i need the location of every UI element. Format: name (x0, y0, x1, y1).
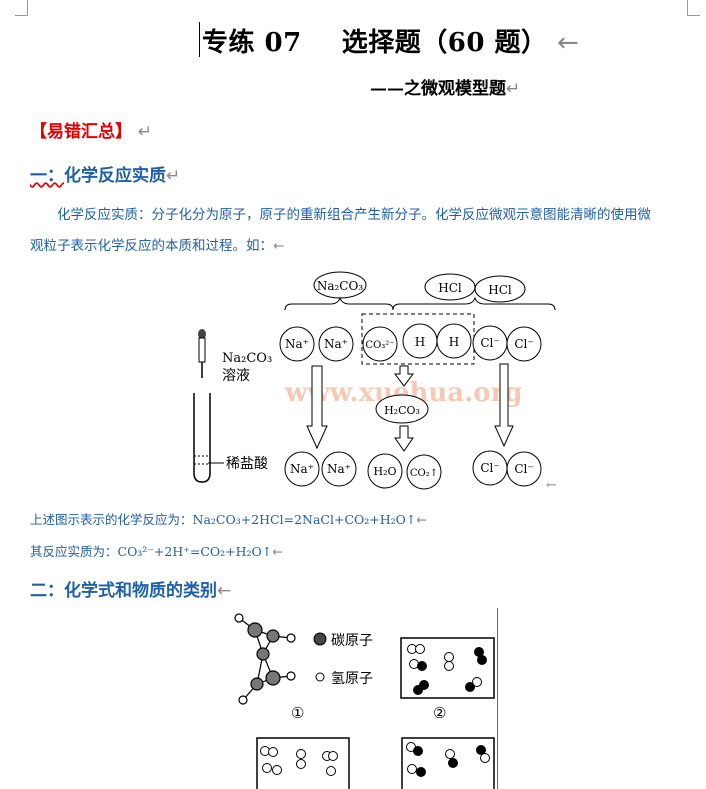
title-part-1: 专练 07 (202, 28, 302, 58)
molecule-hcl-label: HCl (488, 283, 512, 297)
legend-carbon-label: 碳原子 (331, 633, 373, 649)
arrow-down-icon (394, 425, 414, 452)
molecule-h2co3 (375, 394, 429, 424)
carbon-atom-icon (313, 632, 327, 646)
document-title[interactable]: 专练 07 选择题（60 题） ← (202, 22, 579, 59)
arrow-down-icon (394, 365, 414, 387)
ion-row-top: Na⁺ Na⁺ CO₃²⁻ H H Cl⁻ Cl⁻ (279, 323, 542, 362)
svg-text:Cl⁻: Cl⁻ (480, 336, 499, 350)
paragraph-mark-icon: ← (217, 581, 232, 601)
equation-line-2[interactable]: 其反应实质为：CO₃²⁻+2H⁺=CO₂+H₂O↑← (30, 544, 283, 559)
dropper-icon (198, 329, 206, 378)
arrow-down-icon (306, 365, 328, 450)
page-corner-mark (687, 0, 688, 16)
section-heading-2[interactable]: 二：化学式和物质的类别← (30, 581, 232, 601)
molecule-hcl-label: HCl (438, 281, 462, 295)
svg-text:CO₃²⁻: CO₃²⁻ (365, 340, 394, 351)
paragraph-mark-icon: ← (273, 238, 285, 254)
equation-line-1[interactable]: 上述图示表示的化学反应为：Na₂CO₃+2HCl=2NaCl+CO₂+H₂O↑← (30, 512, 427, 527)
arrow-down-icon (494, 363, 514, 448)
ion-row-bottom: Na⁺ Na⁺ H₂O CO₂↑ Cl⁻ Cl⁻ (284, 450, 542, 490)
hydrogen-atom-icon (315, 672, 325, 682)
methane-like-structure-icon (234, 613, 296, 705)
tube-label-reagent: Na₂CO₃ (222, 351, 272, 366)
title-part-2: 选择题（60 题） (341, 28, 548, 58)
paragraph-mark-icon: ← (272, 544, 283, 559)
text-cursor (199, 22, 200, 57)
document-subtitle[interactable]: ——之微观模型题↵ (370, 79, 521, 99)
svg-text:Na⁺: Na⁺ (290, 462, 314, 476)
molecule-model-diagram: 碳原子 氢原子 ① ② (234, 613, 495, 789)
paragraph-line[interactable]: 化学反应实质：分子化分为原子，原子的重新组合产生新分子。化学反应微观示意图能清晰… (57, 207, 651, 223)
paragraph-mark-icon: ← (546, 478, 557, 493)
paragraph-mark-icon: ↵ (506, 79, 521, 99)
tube-label-acid: 稀盐酸 (226, 456, 268, 472)
svg-text:Na⁺: Na⁺ (324, 337, 348, 351)
paragraph-mark-icon: ↵ (166, 166, 181, 186)
svg-text:CO₂↑: CO₂↑ (410, 468, 438, 479)
page-corner-mark (687, 15, 700, 16)
label-2: ② (433, 704, 446, 722)
paragraph-line[interactable]: 观粒子表示化学反应的本质和过程。如：← (30, 238, 285, 254)
svg-text:H: H (449, 335, 459, 349)
svg-text:Cl⁻: Cl⁻ (514, 462, 533, 476)
svg-text:Cl⁻: Cl⁻ (514, 337, 533, 351)
tube-label-solution: 溶液 (222, 368, 250, 384)
reaction-diagram: www.xuehua.org Na₂CO₃ 溶液 稀盐酸 Na₂CO₃ HCl … (193, 271, 557, 493)
paragraph-mark-icon: ↵ (137, 122, 153, 142)
paragraph-mark-icon: ← (416, 512, 427, 527)
svg-text:H: H (415, 335, 425, 349)
page-corner-mark (27, 0, 28, 16)
svg-text:Na⁺: Na⁺ (327, 462, 351, 476)
molecule-hcl (474, 275, 526, 303)
margin-line (497, 608, 498, 789)
molecule-h2co3-label: H₂CO₃ (384, 404, 420, 417)
section-tag[interactable]: 【易错汇总】 ↵ (30, 122, 153, 142)
molecule-na2co3-label: Na₂CO₃ (317, 279, 363, 293)
svg-text:Cl⁻: Cl⁻ (480, 461, 499, 475)
legend-hydrogen-label: 氢原子 (331, 671, 373, 687)
svg-text:Na⁺: Na⁺ (285, 337, 309, 351)
label-1: ① (291, 704, 304, 722)
test-tube-icon (193, 393, 211, 483)
svg-text:H₂O: H₂O (373, 465, 396, 478)
paragraph-mark-icon: ← (557, 28, 580, 58)
section-heading-1[interactable]: 一：化学反应实质↵ (30, 166, 181, 186)
page-corner-mark (15, 15, 28, 16)
